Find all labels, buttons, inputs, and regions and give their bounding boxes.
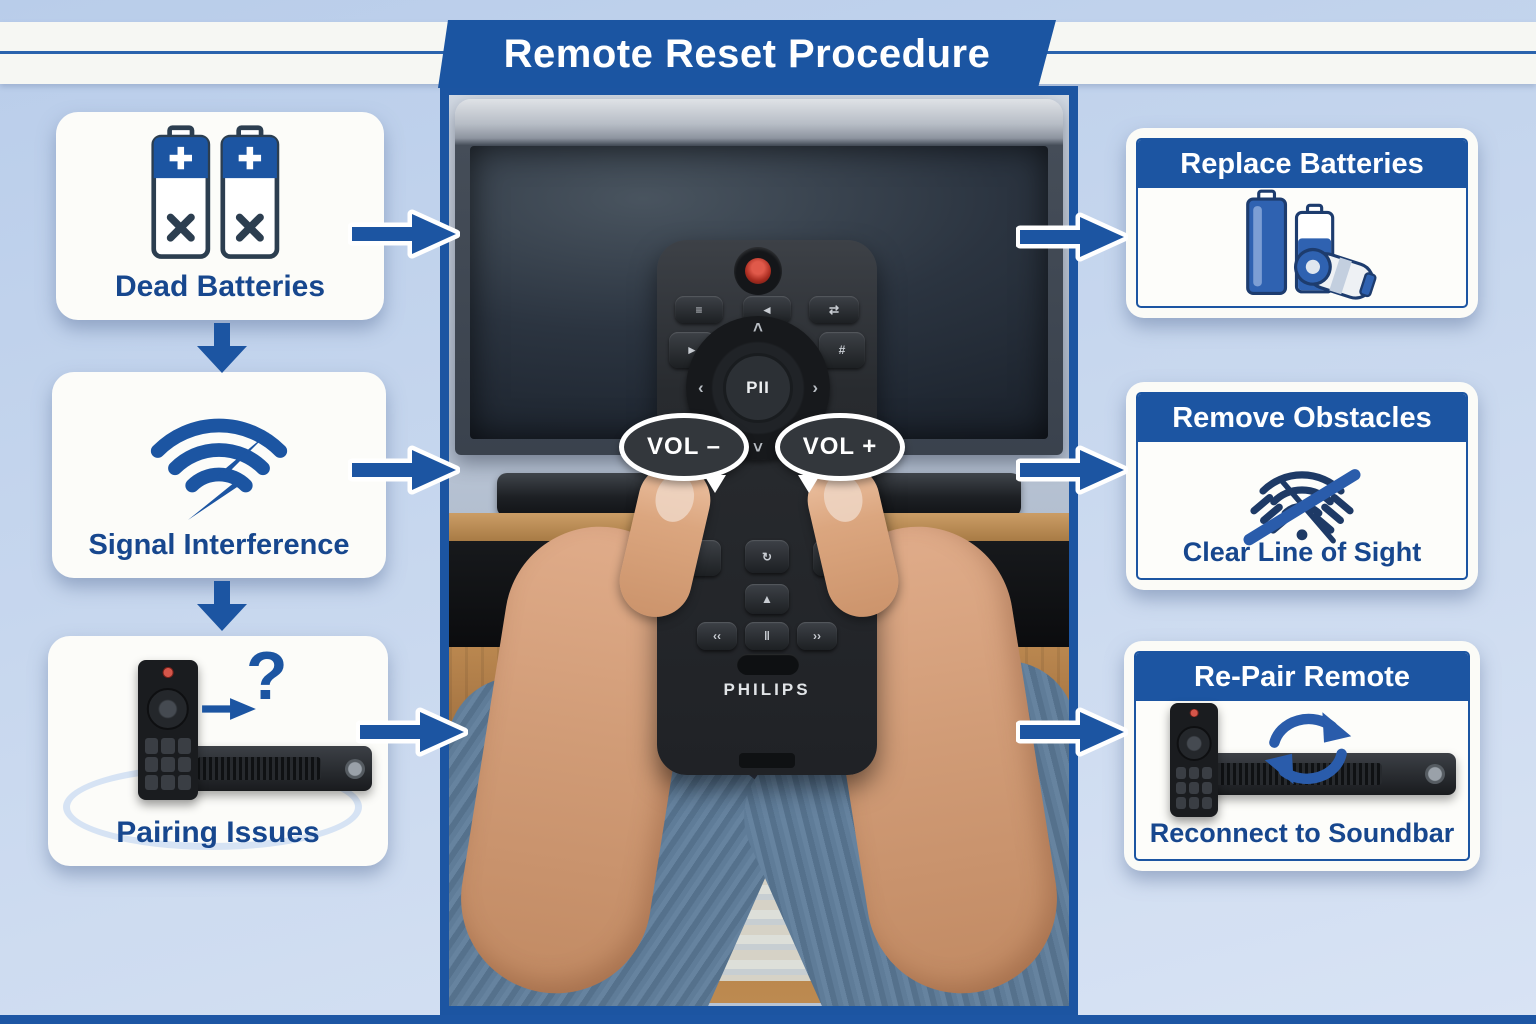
arrow-right-2 — [1016, 445, 1128, 495]
remote-control: ≡ ◄ ⇄ ► # ˄ ˅ ‹ › PII ↻ ▲ ‖ ‹‹ ›› — [657, 240, 877, 775]
cause-box-pairing-issues: ? Pairing Issues — [48, 636, 388, 866]
solution-box-replace-batteries: Replace Batteries — [1126, 128, 1478, 318]
down-arrow-2 — [197, 581, 247, 631]
dead-batteries-icon — [151, 125, 280, 259]
refresh-button: ↻ — [745, 540, 789, 573]
cause-box-dead-batteries: Dead Batteries — [56, 112, 384, 320]
solution-caption: Reconnect to Soundbar — [1149, 818, 1455, 848]
solution-box-repair-remote: Re-Pair Remote Reconnect to Soundbar — [1124, 641, 1480, 871]
solution-box-remove-obstacles: Remove Obstacles Clear Line of Sight — [1126, 382, 1478, 590]
cause-box-signal-interference: Signal Interference — [52, 372, 386, 578]
signal-interference-icon — [150, 418, 288, 520]
pairing-arrow-icon — [202, 698, 256, 720]
pause-button: ‖ — [745, 622, 789, 650]
model-pill — [737, 654, 799, 675]
remote-icon — [1170, 703, 1218, 817]
arrow-left-3 — [356, 707, 468, 757]
arrow-right-1 — [1016, 212, 1128, 262]
channel-up-button: ▲ — [745, 584, 789, 614]
settings-button: # — [819, 332, 865, 368]
remote-icon — [138, 660, 198, 800]
menu-button: ≡ — [675, 296, 723, 323]
bottom-frame-bar — [0, 1015, 1536, 1024]
solution-header: Re-Pair Remote — [1136, 653, 1468, 701]
arrow-left-2 — [348, 445, 460, 495]
center-photo-panel: ≡ ◄ ⇄ ► # ˄ ˅ ‹ › PII ↻ ▲ ‖ ‹‹ ›› — [440, 86, 1078, 1015]
page-title: Remote Reset Procedure — [503, 31, 991, 76]
play-pause-button: PII — [723, 353, 793, 423]
skip-forward-button: ›› — [797, 622, 837, 650]
title-banner: Remote Reset Procedure — [438, 20, 1056, 88]
mini-remote-keys — [1175, 766, 1213, 810]
cause-label: Dead Batteries — [114, 270, 326, 303]
repair-cycle-icon — [1264, 712, 1352, 785]
source-button: ⇄ — [809, 296, 859, 323]
crossed-wifi-icon — [1243, 469, 1361, 546]
solution-header: Replace Batteries — [1138, 140, 1466, 188]
mini-remote-keys — [145, 738, 191, 791]
arrow-right-3 — [1016, 707, 1128, 757]
skip-back-button: ‹‹ — [697, 622, 737, 650]
vol-up-callout: VOL + — [775, 413, 905, 493]
down-arrow-1 — [197, 323, 247, 373]
solution-header: Remove Obstacles — [1138, 394, 1466, 442]
replace-batteries-icon — [1246, 189, 1377, 300]
philips-logo: PHILIPS — [723, 680, 811, 699]
solution-caption: Clear Line of Sight — [1182, 537, 1422, 567]
vol-down-callout: VOL – — [619, 413, 749, 493]
battery-latch — [739, 753, 795, 768]
soundbar-icon — [190, 746, 372, 791]
cause-label: Pairing Issues — [116, 816, 320, 849]
power-button — [734, 247, 782, 295]
cause-label: Signal Interference — [88, 529, 350, 561]
arrow-left-1 — [348, 209, 460, 259]
question-mark: ? — [246, 638, 288, 714]
